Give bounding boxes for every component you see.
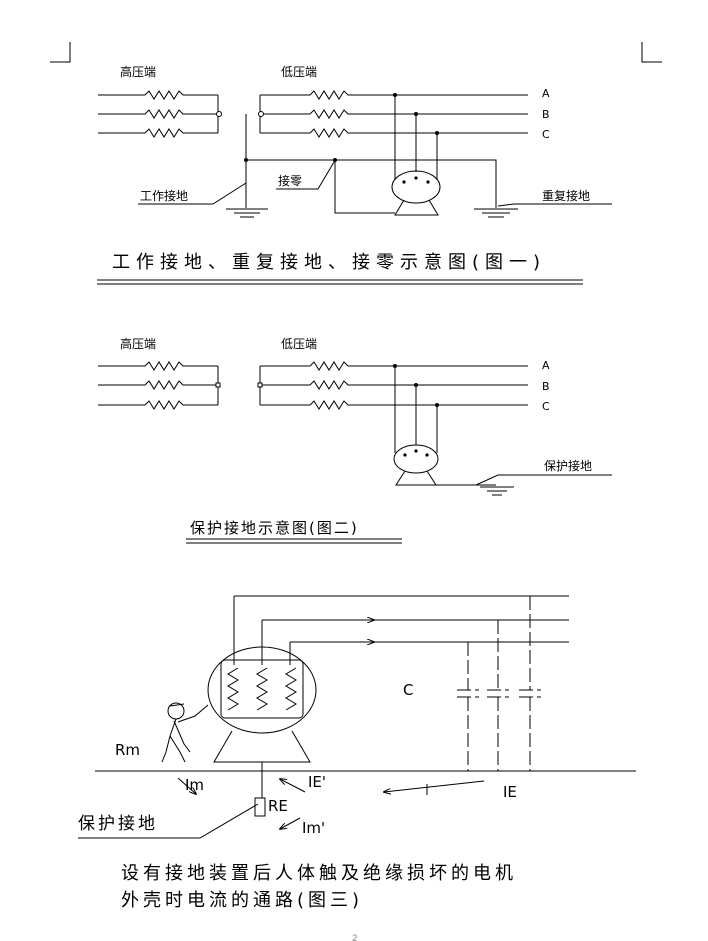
- phase-c-label: C: [542, 128, 550, 141]
- protect-ground-label-3: 保护接地: [78, 814, 158, 834]
- page-number: 2: [352, 934, 358, 941]
- re-label: RE: [268, 797, 288, 815]
- ie-label: IE: [503, 783, 517, 801]
- phase-a-label-2: A: [542, 359, 550, 372]
- current-arrows: Im IE' Im' IE: [177, 773, 517, 837]
- im-prime-label: Im': [302, 819, 325, 837]
- repeat-ground-label: 重复接地: [542, 188, 590, 203]
- person-figure: Rm: [115, 702, 209, 763]
- low-voltage-label: 低压端: [281, 65, 317, 79]
- im-label: Im: [185, 776, 204, 794]
- rm-label: Rm: [115, 741, 140, 759]
- phase-b-label-2: B: [542, 380, 550, 393]
- phase-b-label: B: [542, 108, 550, 121]
- page-corner-marks: [50, 42, 662, 63]
- high-voltage-label: 高压端: [120, 64, 156, 79]
- neutral-label: 接零: [278, 173, 302, 188]
- figure-3-caption-line-2: 外壳时电流的通路(图三): [121, 890, 363, 911]
- distributed-capacitance: C: [403, 596, 541, 771]
- protect-ground-label-2: 保护接地: [544, 458, 592, 473]
- phase-c-label-2: C: [542, 400, 550, 413]
- motor-1: [391, 93, 441, 216]
- work-ground-label: 工作接地: [140, 188, 188, 203]
- figure-3-diagram: C Rm RE I: [78, 595, 636, 911]
- phase-a-label: A: [542, 87, 550, 100]
- high-voltage-windings-2: [98, 361, 221, 410]
- neutral-line: [226, 114, 518, 218]
- high-voltage-label-2: 高压端: [120, 336, 156, 351]
- low-voltage-label-2: 低压端: [281, 337, 317, 351]
- figure-2-caption: 保护接地示意图(图二): [190, 519, 359, 537]
- high-voltage-windings: [98, 90, 222, 138]
- ie-prime-label: IE': [308, 773, 326, 791]
- low-voltage-windings-2: [257, 361, 528, 410]
- figure-3-caption-line-1: 设有接地装置后人体触及绝缘损坏的电机: [121, 863, 517, 884]
- protect-ground-leader: [78, 803, 259, 839]
- motor-3: [207, 646, 317, 763]
- low-voltage-windings: [258, 90, 528, 138]
- supply-lines: [233, 595, 569, 665]
- figure-1-diagram: 高压端 低压端 A B C: [97, 64, 612, 285]
- figure-1-caption: 工作接地、重复接地、接零示意图(图一): [112, 252, 546, 273]
- motor-2: [393, 364, 514, 496]
- grounding-resistor: RE: [254, 762, 288, 817]
- figure-2-diagram: 高压端 低压端 A B C: [98, 336, 612, 544]
- capacitance-label: C: [403, 681, 413, 699]
